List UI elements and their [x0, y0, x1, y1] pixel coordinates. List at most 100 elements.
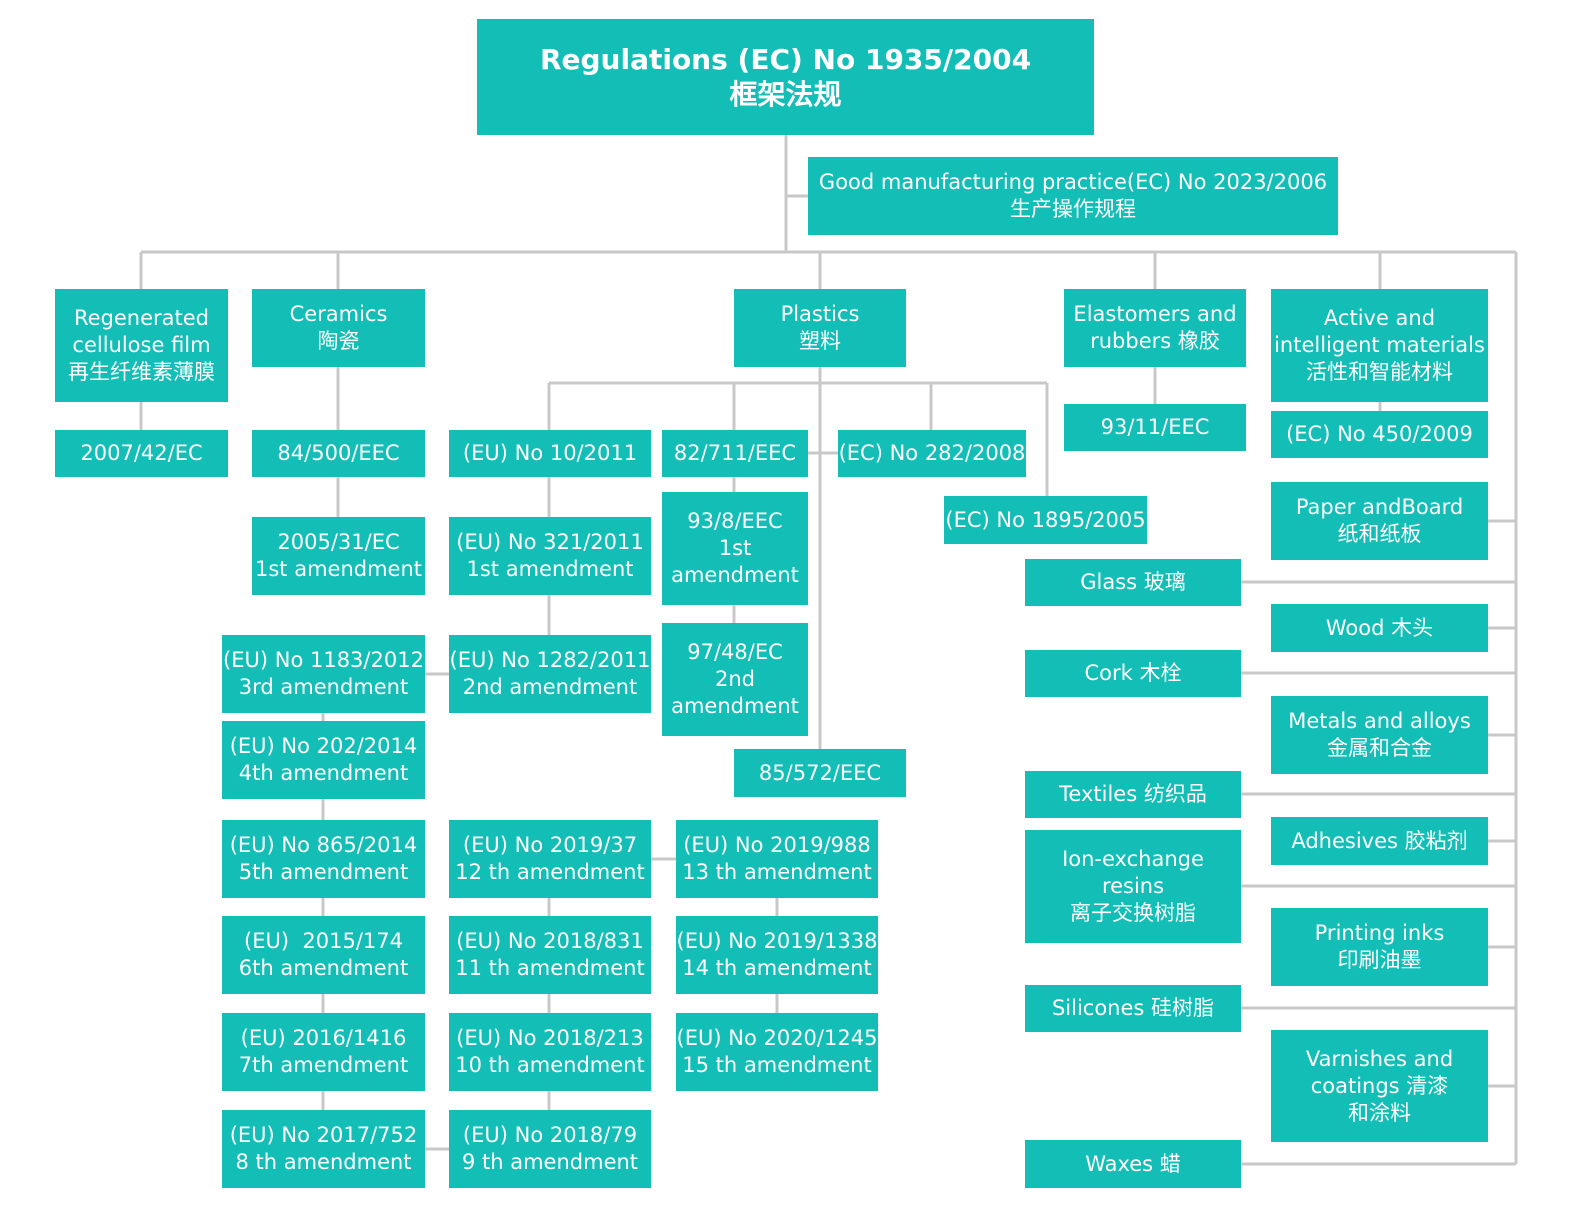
reg-84-500-eec: 84/500/EEC	[252, 430, 425, 477]
material-line: Metals and alloys	[1288, 709, 1471, 733]
material-glass: Glass 玻璃	[1025, 559, 1241, 606]
category-line: 塑料	[799, 329, 841, 353]
reg-line: 84/500/EEC	[277, 441, 400, 465]
reg-eu-865-2014: (EU) No 865/2014 5th amendment	[222, 820, 425, 898]
reg-line: 93/11/EEC	[1100, 415, 1210, 439]
material-line: Varnishes and	[1305, 1046, 1454, 1071]
material-cork: Cork 木栓	[1025, 650, 1241, 697]
reg-85-572-eec: 85/572/EEC	[734, 749, 906, 797]
material-line: Waxes 蜡	[1085, 1151, 1181, 1176]
reg-line: amendment	[671, 694, 799, 718]
reg-93-8-eec: 93/8/EEC 1st amendment	[662, 492, 808, 605]
reg-line: 6th amendment	[238, 956, 409, 980]
category-regenerated-cellulose: Regenerated cellulose film 再生纤维素薄膜	[55, 289, 228, 402]
reg-line: (EU) No 1183/2012	[223, 648, 424, 672]
material-paper-board: Paper andBoard 纸和纸板	[1271, 482, 1488, 560]
reg-line: 13 th amendment	[682, 860, 872, 884]
category-elastomers: Elastomers and rubbers 橡胶	[1064, 289, 1246, 367]
reg-line: (EU) 2016/1416	[240, 1026, 407, 1050]
reg-line: 2nd amendment	[462, 675, 638, 699]
reg-line: 2007/42/EC	[80, 441, 203, 465]
reg-82-711-eec: 82/711/EEC	[662, 430, 808, 477]
material-adhesives: Adhesives 胶粘剂	[1271, 817, 1488, 865]
material-line: Wood 木头	[1325, 615, 1434, 640]
material-wood: Wood 木头	[1271, 604, 1488, 652]
material-line: 离子交换树脂	[1070, 901, 1196, 925]
reg-eu-2020-1245: (EU) No 2020/1245 15 th amendment	[676, 1013, 878, 1091]
root-title: Regulations (EC) No 1935/2004	[539, 43, 1032, 76]
reg-eu-10-2011: (EU) No 10/2011	[449, 430, 651, 477]
reg-eu-2018-213: (EU) No 2018/213 10 th amendment	[449, 1013, 651, 1091]
gmp-line2: 生产操作规程	[1010, 197, 1136, 221]
reg-line: 15 th amendment	[682, 1053, 872, 1077]
gmp-line1: Good manufacturing practice(EC) No 2023/…	[818, 170, 1328, 194]
material-line: Ion-exchange	[1062, 847, 1204, 871]
material-line: Silicones 硅树脂	[1051, 996, 1215, 1020]
gmp-box: Good manufacturing practice(EC) No 2023/…	[808, 157, 1338, 235]
category-line: 活性和智能材料	[1306, 360, 1453, 384]
reg-line: 1st amendment	[255, 557, 423, 581]
reg-eu-2019-37: (EU) No 2019/37 12 th amendment	[449, 820, 651, 898]
category-active-intelligent: Active and intelligent materials 活性和智能材料	[1271, 289, 1488, 402]
reg-eu-1282-2011: (EU) No 1282/2011 2nd amendment	[449, 635, 651, 713]
reg-line: (EU) No 2019/1338	[676, 929, 878, 953]
reg-line: (EU) No 2018/831	[456, 929, 644, 953]
material-line: Glass 玻璃	[1080, 570, 1186, 594]
material-line: 金属和合金	[1327, 736, 1432, 760]
reg-eu-2018-831: (EU) No 2018/831 11 th amendment	[449, 916, 651, 994]
material-line: Printing inks	[1314, 921, 1445, 945]
reg-line: 7th amendment	[238, 1053, 409, 1077]
reg-ec-282-2008: (EC) No 282/2008	[838, 430, 1026, 477]
reg-eu-321-2011: (EU) No 321/2011 1st amendment	[449, 517, 651, 595]
category-line: Active and	[1323, 306, 1436, 330]
reg-eu-2015-174: (EU) 2015/174 6th amendment	[222, 916, 425, 994]
reg-line: 85/572/EEC	[758, 760, 882, 785]
category-line: 陶瓷	[317, 329, 360, 353]
reg-line: (EU) No 2019/37	[462, 833, 638, 857]
reg-line: 11 th amendment	[455, 956, 645, 980]
reg-line: (EU) No 321/2011	[456, 530, 644, 554]
reg-line: 93/8/EEC	[687, 509, 783, 533]
reg-eu-2019-988: (EU) No 2019/988 13 th amendment	[676, 820, 878, 898]
category-line: Regenerated	[73, 306, 210, 330]
material-varnishes-coatings: Varnishes and coatings 清漆 和涂料	[1271, 1030, 1488, 1142]
category-line: Elastomers and	[1073, 302, 1237, 326]
reg-eu-1183-2012: (EU) No 1183/2012 3rd amendment	[222, 635, 425, 713]
reg-93-11-eec: 93/11/EEC	[1064, 404, 1246, 451]
reg-eu-2017-752: (EU) No 2017/752 8 th amendment	[222, 1110, 425, 1188]
material-line: Adhesives 胶粘剂	[1291, 828, 1468, 853]
root-regulation-box: Regulations (EC) No 1935/2004 框架法规	[477, 19, 1094, 135]
category-line: Ceramics	[289, 302, 388, 326]
reg-97-48-ec: 97/48/EC 2nd amendment	[662, 623, 808, 736]
material-ion-exchange-resins: Ion-exchange resins 离子交换树脂	[1025, 830, 1241, 943]
reg-line: (EC) No 450/2009	[1286, 422, 1473, 446]
material-line: 印刷油墨	[1337, 948, 1422, 972]
reg-line: (EU) No 2018/213	[456, 1026, 644, 1050]
category-line: cellulose film	[72, 333, 211, 357]
reg-line: 2nd	[714, 667, 755, 691]
reg-line: 5th amendment	[238, 860, 409, 884]
material-line: coatings 清漆	[1310, 1073, 1449, 1098]
material-line: Cork 木栓	[1084, 661, 1182, 685]
reg-line: 1st	[718, 536, 752, 560]
reg-eu-2018-79: (EU) No 2018/79 9 th amendment	[449, 1110, 651, 1188]
material-line: 和涂料	[1348, 1100, 1411, 1125]
material-line: resins	[1101, 874, 1165, 898]
reg-line: 9 th amendment	[461, 1150, 639, 1174]
reg-eu-2016-1416: (EU) 2016/1416 7th amendment	[222, 1013, 425, 1091]
reg-line: (EU) No 202/2014	[229, 734, 418, 758]
material-textiles: Textiles 纺织品	[1025, 771, 1241, 818]
category-plastics: Plastics 塑料	[734, 289, 906, 367]
reg-line: 3rd amendment	[238, 675, 409, 699]
material-waxes: Waxes 蜡	[1025, 1140, 1241, 1188]
reg-line: (EU) No 2020/1245	[676, 1026, 878, 1050]
reg-line: (EU) No 2017/752	[229, 1123, 418, 1147]
reg-line: (EC) No 1895/2005	[945, 507, 1146, 532]
reg-eu-202-2014: (EU) No 202/2014 4th amendment	[222, 721, 425, 799]
root-subtitle: 框架法规	[729, 78, 842, 111]
category-ceramics: Ceramics 陶瓷	[252, 289, 425, 367]
material-printing-inks: Printing inks 印刷油墨	[1271, 908, 1488, 986]
reg-line: (EC) No 282/2008	[838, 441, 1026, 465]
